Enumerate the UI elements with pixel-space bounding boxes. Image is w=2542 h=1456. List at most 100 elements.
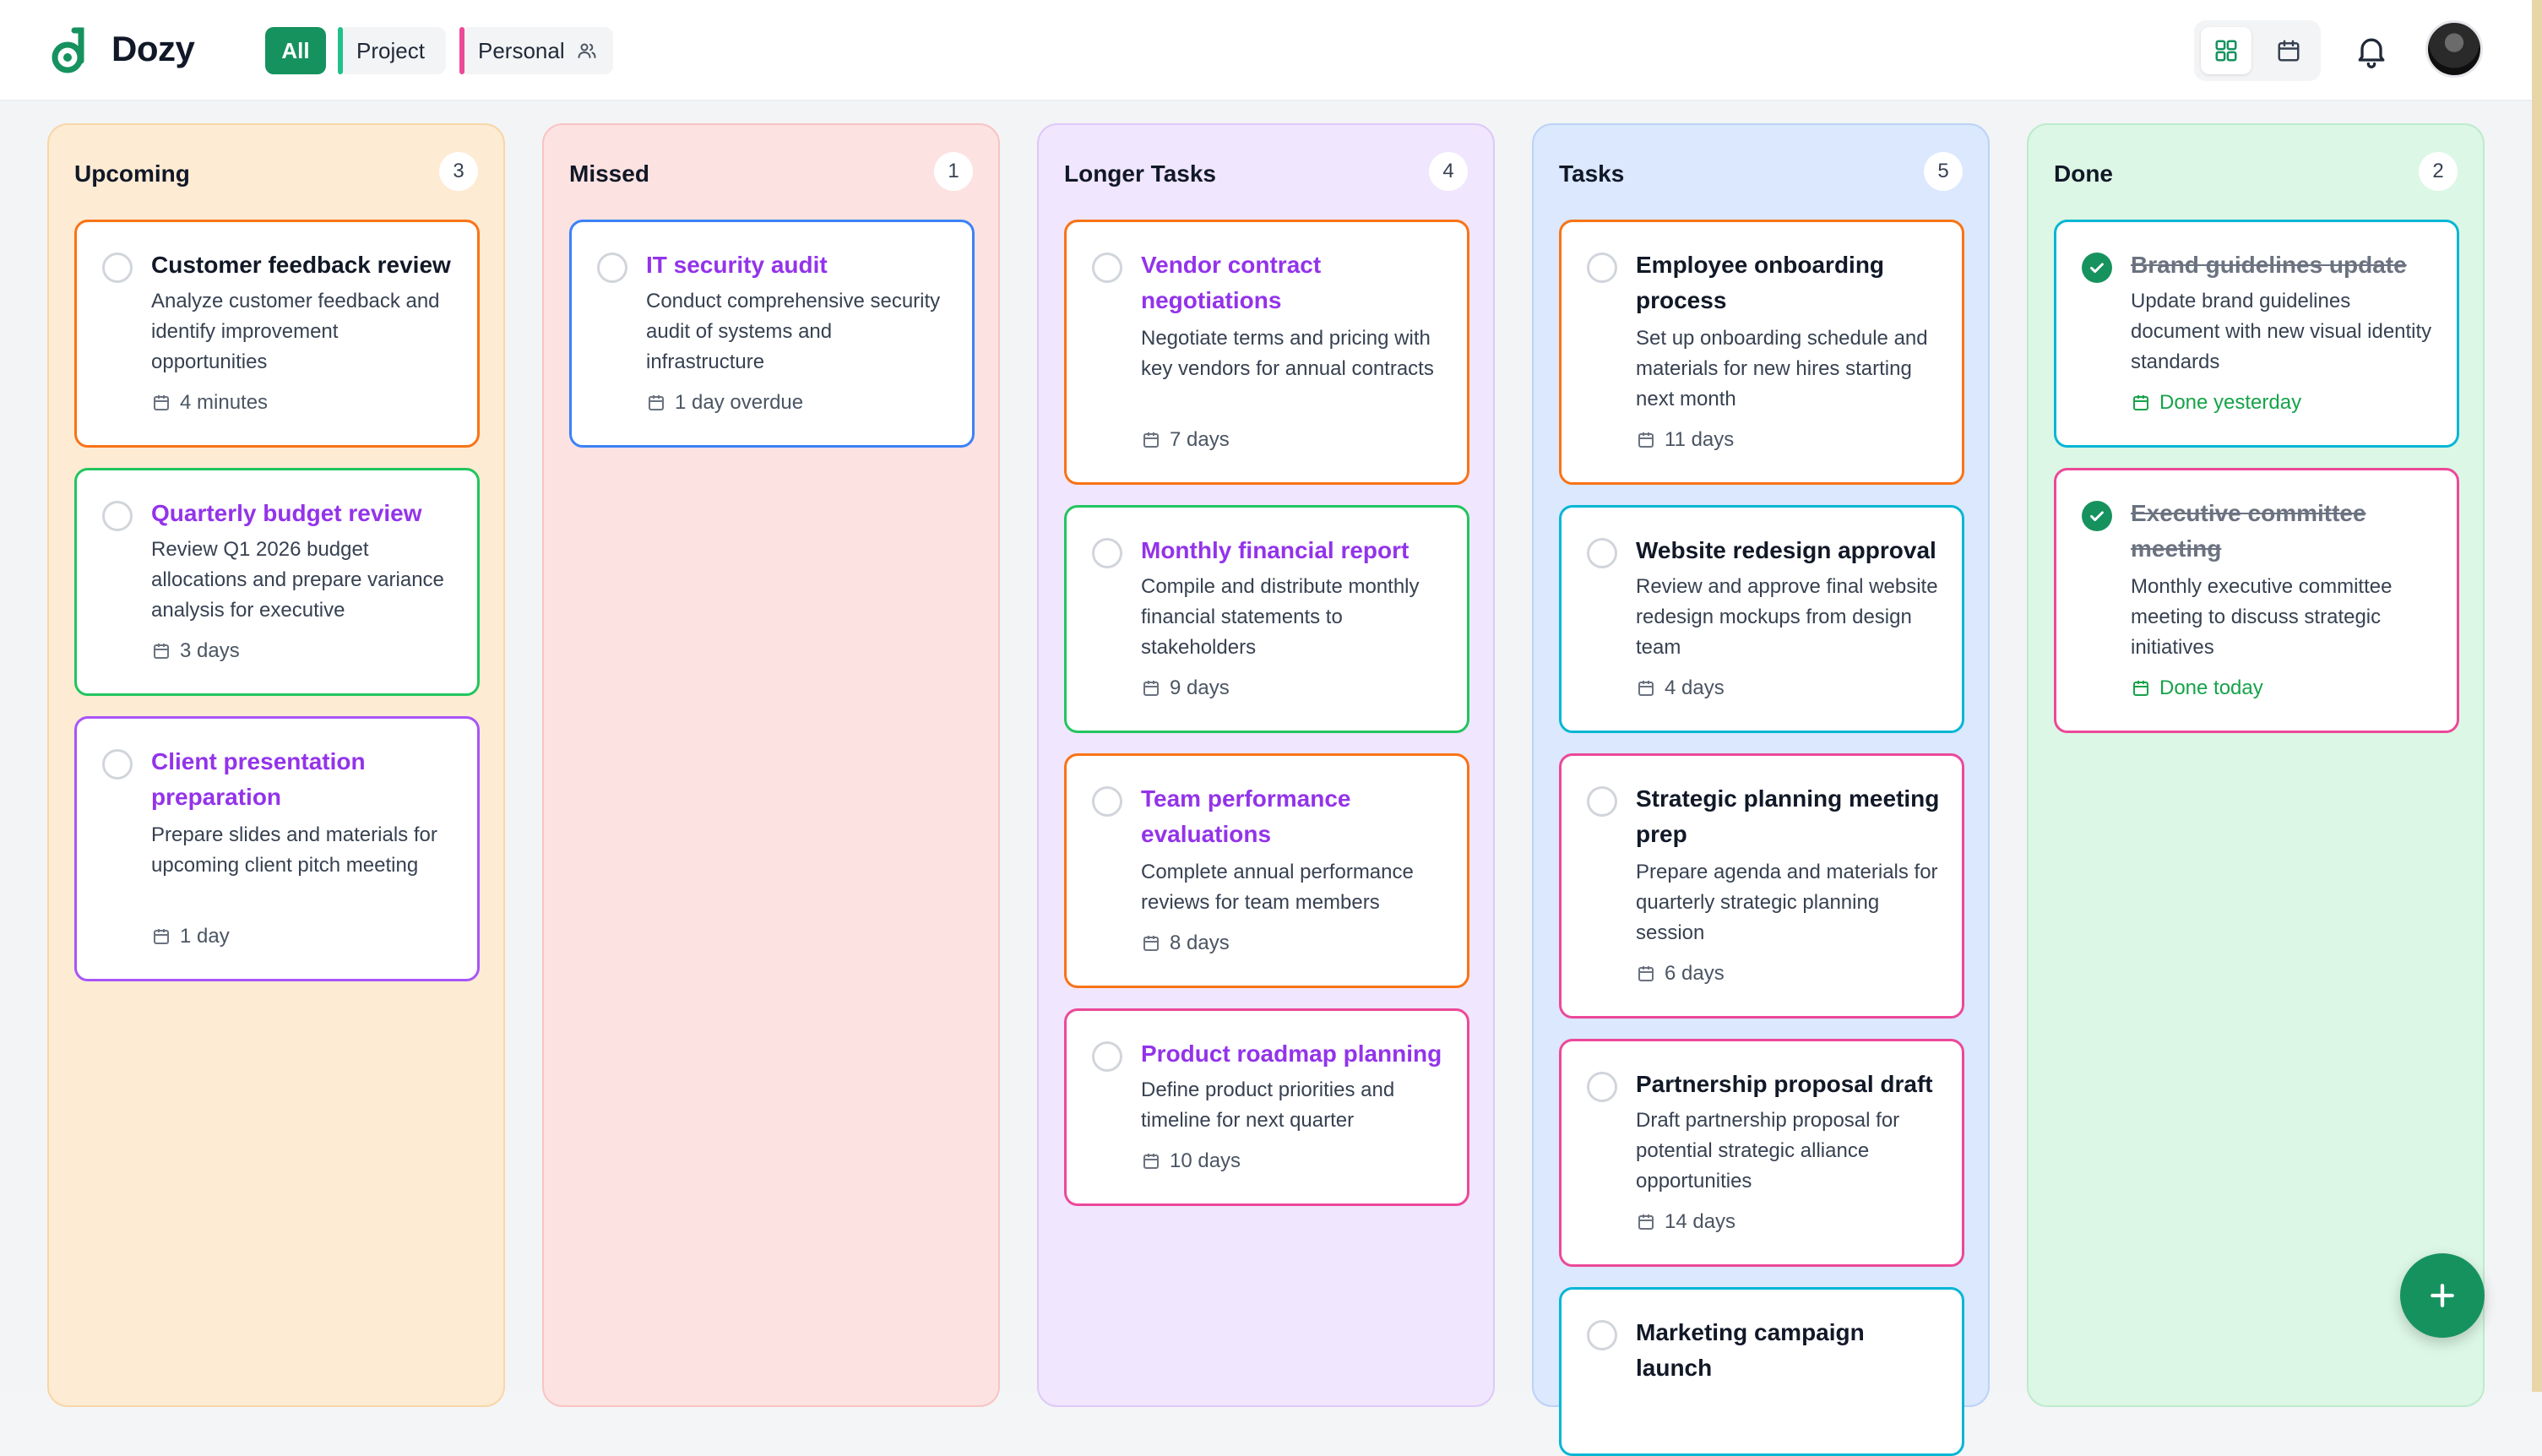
- task-title: Brand guidelines update: [2131, 252, 2407, 278]
- avatar[interactable]: [2425, 20, 2483, 78]
- calendar-icon: [154, 644, 169, 659]
- task-description: Negotiate terms and pricing with key ven…: [1141, 327, 1434, 380]
- task-card[interactable]: Product roadmap planning Define product …: [1064, 1008, 1469, 1206]
- task-card[interactable]: Marketing campaign launch: [1559, 1287, 1964, 1456]
- calendar-icon: [1638, 681, 1654, 696]
- personal-color-bar: [459, 27, 464, 74]
- plus-icon: [2431, 1284, 2454, 1307]
- column-title: Longer Tasks: [1064, 160, 1216, 187]
- bell-icon[interactable]: [2353, 32, 2390, 69]
- task-checkbox[interactable]: [102, 749, 133, 780]
- task-description: Set up onboarding schedule and materials…: [1636, 327, 1928, 410]
- task-checkbox[interactable]: [1587, 253, 1617, 283]
- task-description: Update brand guidelines document with ne…: [2131, 290, 2432, 373]
- task-description: Review and approve final website redesig…: [1636, 575, 1938, 659]
- task-card[interactable]: Quarterly budget review Review Q1 2026 b…: [74, 468, 480, 696]
- task-description: Define product priorities and timeline f…: [1141, 1078, 1395, 1132]
- column-count: 5: [1924, 152, 1963, 191]
- task-checkbox[interactable]: [1587, 1320, 1617, 1350]
- task-card[interactable]: Employee onboarding process Set up onboa…: [1559, 220, 1964, 485]
- filter-project-button[interactable]: Project: [338, 27, 446, 74]
- task-due: 14 days: [1636, 1210, 1735, 1234]
- filter-all-button[interactable]: All: [265, 27, 326, 74]
- task-title: Customer feedback review: [151, 252, 451, 278]
- window-edge: [2532, 0, 2542, 1392]
- task-title: Strategic planning meeting prep: [1636, 785, 1940, 847]
- calendar-icon: [154, 395, 169, 410]
- task-due-label: Done today: [2159, 676, 2263, 699]
- task-checkbox-checked[interactable]: [2082, 501, 2112, 531]
- task-due-label: 8 days: [1170, 932, 1230, 954]
- task-checkbox[interactable]: [102, 501, 133, 531]
- task-card[interactable]: Partnership proposal draft Draft partner…: [1559, 1039, 1964, 1267]
- task-checkbox[interactable]: [1092, 538, 1122, 568]
- add-task-button[interactable]: [2400, 1253, 2485, 1338]
- task-due-label: 3 days: [180, 639, 240, 662]
- task-checkbox-checked[interactable]: [2082, 253, 2112, 283]
- task-card[interactable]: Vendor contract negotiations Negotiate t…: [1064, 220, 1469, 485]
- task-card[interactable]: Monthly financial report Compile and dis…: [1064, 505, 1469, 733]
- task-description: Compile and distribute monthly financial…: [1141, 575, 1420, 659]
- task-due: 8 days: [1141, 932, 1230, 955]
- task-due: 7 days: [1141, 428, 1230, 452]
- task-title: IT security audit: [646, 252, 828, 278]
- task-checkbox[interactable]: [1092, 1041, 1122, 1072]
- calendar-icon: [2133, 395, 2148, 410]
- filter-personal-label: Personal: [478, 37, 565, 63]
- task-due: Done yesterday: [2131, 391, 2301, 415]
- task-card[interactable]: IT security audit Conduct comprehensive …: [569, 220, 975, 448]
- column-count: 2: [2419, 152, 2458, 191]
- column-count: 1: [934, 152, 973, 191]
- task-due-label: 4 days: [1665, 676, 1725, 699]
- app-name: Dozy: [111, 29, 195, 68]
- task-card[interactable]: Team performance evaluations Complete an…: [1064, 753, 1469, 988]
- task-due: 4 minutes: [151, 391, 268, 415]
- column-missed: Missed 1 IT security audit Conduct compr…: [542, 123, 1000, 1407]
- task-due-label: 6 days: [1665, 962, 1725, 985]
- task-title: Team performance evaluations: [1141, 785, 1351, 847]
- task-due-label: 9 days: [1170, 676, 1230, 699]
- task-checkbox[interactable]: [1587, 786, 1617, 817]
- task-checkbox[interactable]: [102, 253, 133, 283]
- calendar-icon: [1638, 432, 1654, 448]
- task-due-label: 4 minutes: [180, 391, 269, 414]
- check-icon: [2090, 511, 2104, 522]
- task-card[interactable]: Client presentation preparation Prepare …: [74, 716, 480, 981]
- calendar-icon: [1638, 966, 1654, 981]
- calendar-view-icon: [2278, 40, 2300, 62]
- task-card[interactable]: Website redesign approval Review and app…: [1559, 505, 1964, 733]
- calendar-icon: [2133, 681, 2148, 696]
- filter-personal-button[interactable]: Personal: [459, 27, 613, 74]
- task-checkbox[interactable]: [597, 253, 627, 283]
- task-due: Done today: [2131, 676, 2263, 700]
- task-title: Monthly financial report: [1141, 537, 1410, 563]
- board-view-button[interactable]: [2201, 27, 2251, 74]
- task-checkbox[interactable]: [1587, 538, 1617, 568]
- task-due: 4 days: [1636, 676, 1725, 700]
- task-title: Website redesign approval: [1636, 537, 1936, 563]
- task-due: 9 days: [1141, 676, 1230, 700]
- task-title: Employee onboarding process: [1636, 252, 1885, 313]
- task-checkbox[interactable]: [1587, 1072, 1617, 1102]
- task-card[interactable]: Customer feedback review Analyze custome…: [74, 220, 480, 448]
- check-icon: [2090, 263, 2104, 274]
- task-checkbox[interactable]: [1092, 253, 1122, 283]
- task-title: Quarterly budget review: [151, 500, 422, 526]
- task-due-label: Done yesterday: [2159, 391, 2302, 414]
- top-bar: Dozy All Project Personal: [0, 0, 2534, 101]
- task-card[interactable]: Strategic planning meeting prep Prepare …: [1559, 753, 1964, 1019]
- task-checkbox[interactable]: [1092, 786, 1122, 817]
- logo-icon: [52, 27, 84, 73]
- filter-project-label: Project: [356, 37, 425, 63]
- calendar-icon: [1143, 432, 1159, 448]
- calendar-view-button[interactable]: [2263, 27, 2314, 74]
- task-description: Review Q1 2026 budget allocations and pr…: [151, 538, 444, 622]
- task-card[interactable]: Executive committee meeting Monthly exec…: [2054, 468, 2459, 733]
- task-card[interactable]: Brand guidelines update Update brand gui…: [2054, 220, 2459, 448]
- task-title: Client presentation preparation: [151, 748, 366, 810]
- column-title: Upcoming: [74, 160, 190, 187]
- task-due: 3 days: [151, 639, 240, 663]
- task-description: Prepare agenda and materials for quarter…: [1636, 861, 1938, 944]
- task-description: Analyze customer feedback and identify i…: [151, 290, 440, 373]
- task-title: Partnership proposal draft: [1636, 1071, 1933, 1097]
